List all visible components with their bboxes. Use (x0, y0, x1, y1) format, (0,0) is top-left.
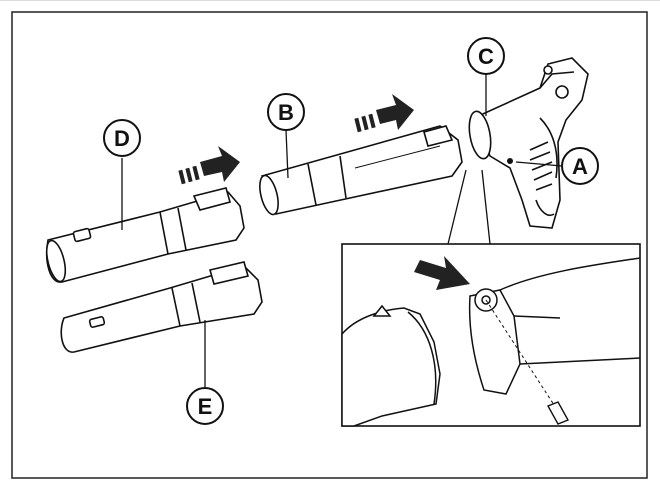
label-d-text: D (114, 126, 130, 151)
diagram-frame (11, 11, 648, 479)
label-e: E (186, 387, 224, 425)
label-a: A (561, 147, 599, 185)
direction-arrow-1 (178, 146, 240, 185)
detail-inset (341, 243, 641, 427)
detail-callout-line-right (481, 169, 491, 245)
label-b-text: B (278, 100, 294, 125)
label-d: D (103, 119, 141, 157)
label-e-text: E (198, 394, 213, 419)
direction-arrow-2 (354, 94, 414, 133)
leader-line-b (285, 129, 289, 179)
part-b-tube (259, 125, 463, 216)
label-c: C (467, 37, 505, 75)
screw-a (507, 158, 513, 164)
label-c-text: C (478, 44, 494, 69)
detail-pointer-arrow (414, 256, 470, 290)
part-e-nozzle (60, 261, 263, 353)
leader-line-a (515, 161, 563, 167)
detail-callout-line-left (447, 169, 467, 245)
blower-housing (468, 57, 589, 229)
label-b: B (267, 93, 305, 131)
part-d-nozzle (45, 187, 245, 283)
label-a-text: A (572, 154, 588, 179)
